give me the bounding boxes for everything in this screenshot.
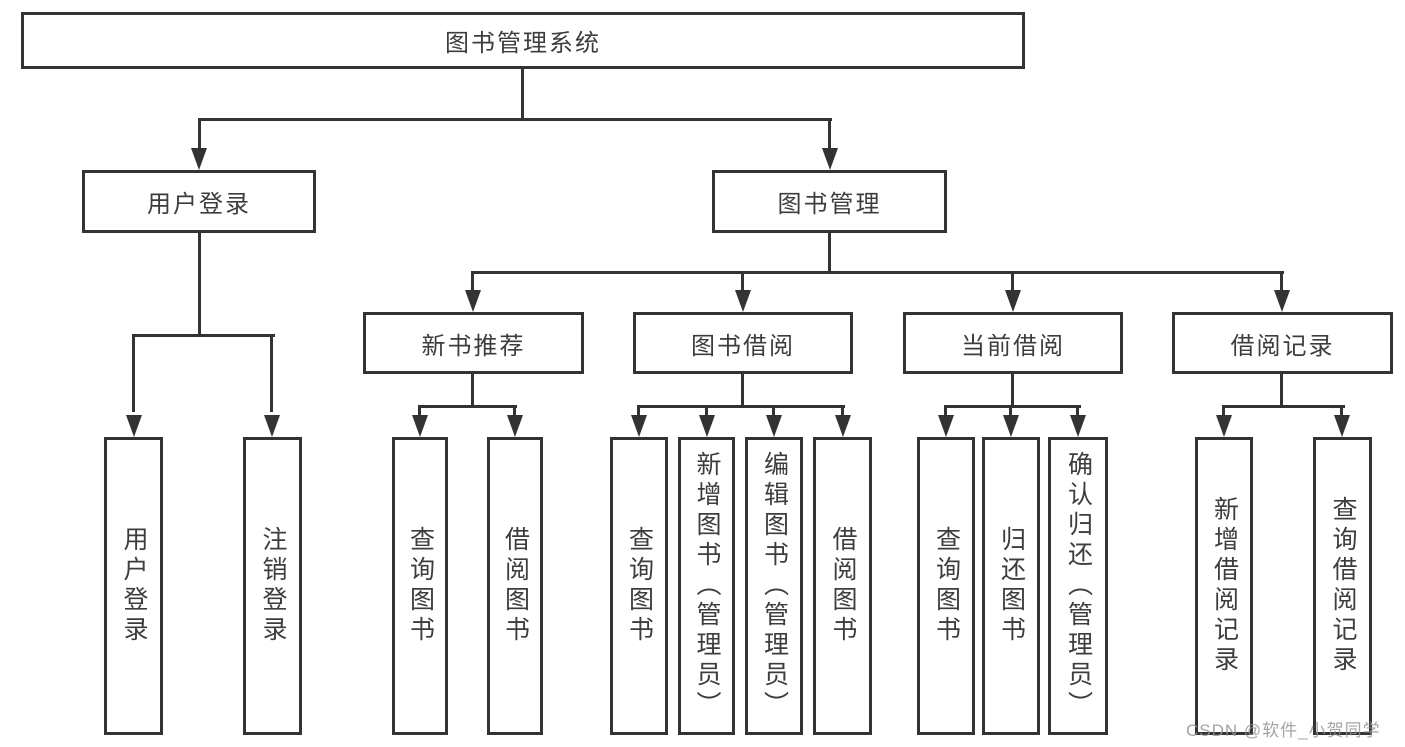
edge-nbr-hline xyxy=(418,405,517,408)
node-new-book-recommend: 新书推荐 xyxy=(363,312,584,374)
leaf-cb-query-books: 查询图书 xyxy=(917,437,975,735)
arrowhead-icon xyxy=(412,415,428,437)
arrowhead-icon xyxy=(191,148,207,170)
edge-nbr-stub-1 xyxy=(418,405,421,418)
arrowhead-icon xyxy=(1334,415,1350,437)
edge-userlogin-vline xyxy=(198,231,201,336)
leaf-bb-edit-books-admin: 编辑图书（管理员） xyxy=(745,437,803,735)
node-book-borrowing-label: 图书借阅 xyxy=(691,332,795,360)
edge-bookmgmt-stub-1 xyxy=(471,271,474,292)
edge-root-stub-left xyxy=(198,118,201,152)
edge-root-stub-right xyxy=(828,118,831,152)
arrowhead-icon xyxy=(1005,290,1021,312)
arrowhead-icon xyxy=(1274,290,1290,312)
edge-nbr-vline xyxy=(471,374,474,407)
arrowhead-icon xyxy=(465,290,481,312)
arrowhead-icon xyxy=(699,415,715,437)
edge-bb-stub-2 xyxy=(705,405,708,418)
node-current-borrowing: 当前借阅 xyxy=(903,312,1123,374)
node-current-borrowing-label: 当前借阅 xyxy=(961,332,1065,360)
leaf-cb-confirm-return-admin: 确认归还（管理员） xyxy=(1048,437,1108,735)
edge-cb-hline xyxy=(944,405,1081,408)
node-root-label: 图书管理系统 xyxy=(445,30,601,57)
edge-bb-stub-3 xyxy=(772,405,775,418)
arrowhead-icon xyxy=(631,415,647,437)
arrowhead-icon xyxy=(126,415,142,437)
edge-userlogin-stub-2 xyxy=(270,334,273,412)
edge-bookmgmt-stub-3 xyxy=(1011,271,1014,292)
edge-br-hline xyxy=(1222,405,1345,408)
edge-root-vline xyxy=(521,69,524,120)
node-book-management-label: 图书管理 xyxy=(777,191,882,218)
edge-br-stub-1 xyxy=(1222,405,1225,418)
node-user-login: 用户登录 xyxy=(82,170,316,233)
node-root: 图书管理系统 xyxy=(21,12,1025,69)
edge-cb-stub-3 xyxy=(1076,405,1079,418)
edge-root-hline xyxy=(198,118,832,121)
leaf-br-query-borrow-record: 查询借阅记录 xyxy=(1313,437,1372,735)
edge-br-vline xyxy=(1280,374,1283,407)
edge-cb-stub-2 xyxy=(1009,405,1012,418)
arrowhead-icon xyxy=(1070,415,1086,437)
node-borrowing-records-label: 借阅记录 xyxy=(1230,332,1335,360)
edge-bb-stub-4 xyxy=(841,405,844,418)
arrowhead-icon xyxy=(735,290,751,312)
edge-userlogin-stub-1 xyxy=(132,334,135,412)
leaf-bb-borrow-books: 借阅图书 xyxy=(813,437,872,735)
watermark: CSDN @软件_小贺同学 xyxy=(1186,721,1381,740)
node-user-login-label: 用户登录 xyxy=(147,191,251,218)
leaf-cb-return-books: 归还图书 xyxy=(982,437,1040,735)
leaf-user-login: 用户登录 xyxy=(104,437,163,735)
node-new-book-recommend-label: 新书推荐 xyxy=(421,332,526,360)
edge-bookmgmt-hline xyxy=(471,271,1284,274)
edge-cb-stub-1 xyxy=(944,405,947,418)
leaf-bb-query-books: 查询图书 xyxy=(610,437,668,735)
node-borrowing-records: 借阅记录 xyxy=(1172,312,1393,374)
leaf-nbr-borrow-books: 借阅图书 xyxy=(487,437,543,735)
leaf-br-add-borrow-record: 新增借阅记录 xyxy=(1195,437,1253,735)
arrowhead-icon xyxy=(938,415,954,437)
arrowhead-icon xyxy=(822,148,838,170)
edge-br-stub-2 xyxy=(1340,405,1343,418)
edge-cb-vline xyxy=(1011,374,1014,407)
arrowhead-icon xyxy=(507,415,523,437)
arrowhead-icon xyxy=(766,415,782,437)
edge-nbr-stub-2 xyxy=(513,405,516,418)
arrowhead-icon xyxy=(835,415,851,437)
edge-bookmgmt-vline xyxy=(828,233,831,273)
leaf-nbr-query-books: 查询图书 xyxy=(392,437,448,735)
leaf-logout-login: 注销登录 xyxy=(243,437,302,735)
edge-bb-hline xyxy=(637,405,845,408)
edge-bookmgmt-stub-2 xyxy=(741,271,744,292)
arrowhead-icon xyxy=(1216,415,1232,437)
node-book-borrowing: 图书借阅 xyxy=(633,312,853,374)
edge-bb-stub-1 xyxy=(637,405,640,418)
arrowhead-icon xyxy=(1003,415,1019,437)
leaf-bb-add-books-admin: 新增图书（管理员） xyxy=(678,437,735,735)
edge-bookmgmt-stub-4 xyxy=(1280,271,1283,292)
edge-userlogin-hline xyxy=(132,334,275,337)
edge-bb-vline xyxy=(741,374,744,407)
node-book-management: 图书管理 xyxy=(712,170,947,233)
arrowhead-icon xyxy=(264,415,280,437)
